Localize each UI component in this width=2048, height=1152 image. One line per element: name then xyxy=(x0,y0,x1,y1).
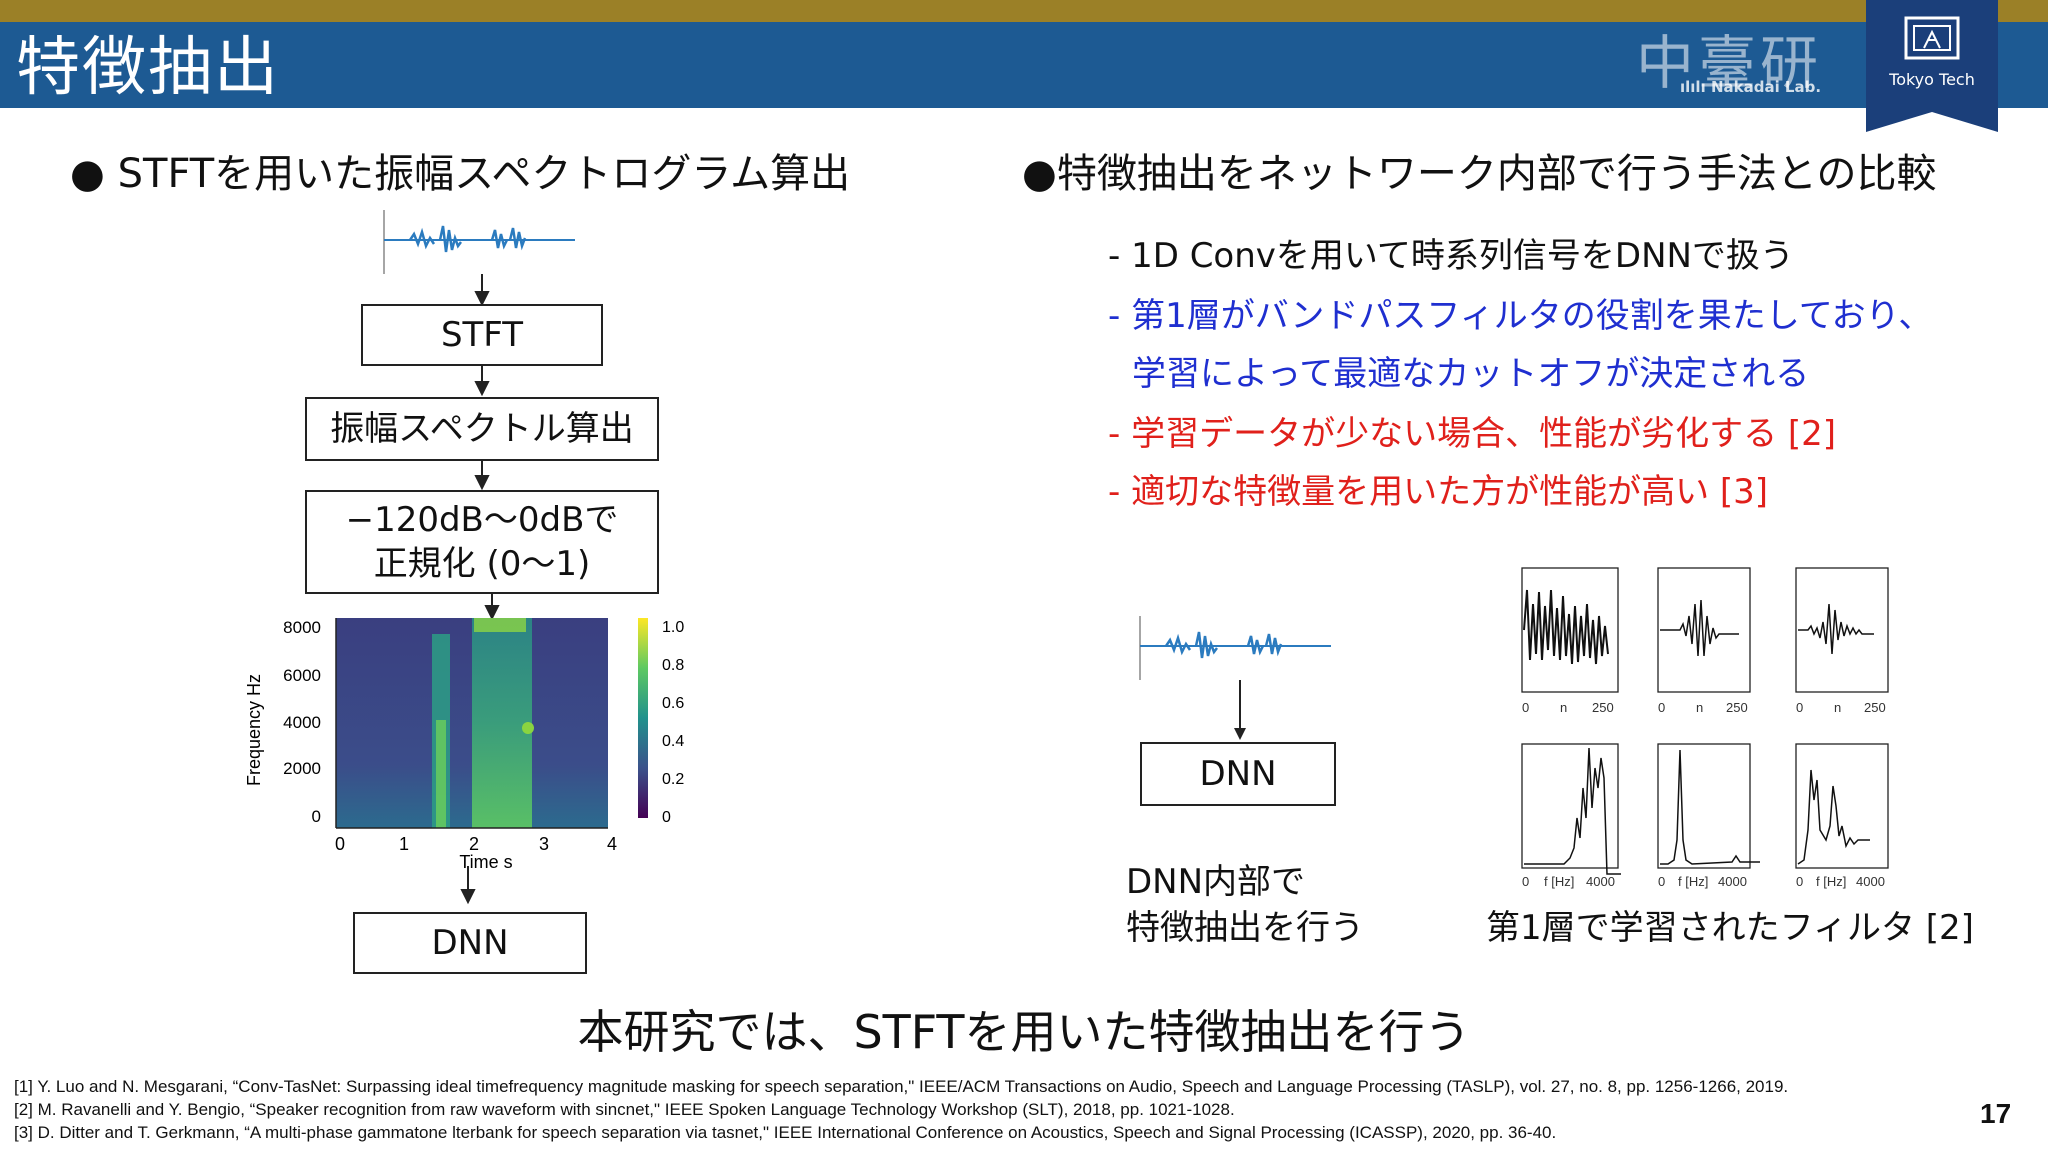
right-dnn-box: DNN xyxy=(1140,742,1336,806)
conclusion-text: 本研究では、STFTを用いた特徴抽出を行う xyxy=(577,1005,1471,1059)
ytick-8000: 8000 xyxy=(283,618,321,637)
waveform-image xyxy=(383,210,575,274)
institution-logo xyxy=(1866,0,1998,132)
filter-time-2 xyxy=(1657,567,1751,693)
xtick-2: 2 xyxy=(469,834,479,854)
top1-tick-n: n xyxy=(1560,700,1567,715)
bot1-tick-4000: 4000 xyxy=(1586,874,1615,889)
reference-2: [2] M. Ravanelli and Y. Bengio, “Speaker… xyxy=(14,1100,1235,1119)
amplitude-spectrum-box: 振幅スペクトル算出 xyxy=(305,397,659,461)
normalization-box: −120dB～0dBで 正規化 (0～1) xyxy=(305,490,659,594)
colorbar-tick-0: 0 xyxy=(662,809,671,826)
reference-3: [3] D. Ditter and T. Gerkmann, “A multi-… xyxy=(14,1123,1557,1142)
ytick-6000: 6000 xyxy=(283,666,321,685)
ytick-0: 0 xyxy=(312,807,321,826)
filters-grid: 0 n 250 0 n 250 0 n 250 0 f [Hz] 4000 0 … xyxy=(1521,567,1889,889)
stft-label: STFT xyxy=(440,315,524,355)
xtick-1: 1 xyxy=(399,834,409,854)
bot3-tick-4000: 4000 xyxy=(1856,874,1885,889)
spectrogram-ylabel: Frequency Hz xyxy=(244,674,264,786)
bot2-tick-0: 0 xyxy=(1658,874,1665,889)
filter-caption: 第1層で学習されたフィルタ [2] xyxy=(1486,908,1974,948)
filter-freq-2 xyxy=(1657,743,1751,869)
filter-freq-1 xyxy=(1521,743,1619,869)
xtick-3: 3 xyxy=(539,834,549,854)
spectrogram-plot: 8000 6000 4000 2000 0 Frequency Hz 0 1 2… xyxy=(244,618,684,872)
right-flow-arrow xyxy=(1234,680,1246,740)
title-bar xyxy=(0,22,2048,108)
right-heading: ●特徴抽出をネットワーク内部で行う手法との比較 xyxy=(1022,151,1937,197)
slide-title: 特徴抽出 xyxy=(16,31,280,105)
left-heading: ● STFTを用いた振幅スペクトログラム算出 xyxy=(70,151,851,197)
top2-tick-n: n xyxy=(1696,700,1703,715)
colorbar-tick-0.2: 0.2 xyxy=(662,771,684,788)
top1-tick-0: 0 xyxy=(1522,700,1529,715)
left-dnn-label: DNN xyxy=(431,923,509,963)
bars-icon: ılılı xyxy=(1680,78,1711,96)
spectrogram-figure: 8000 6000 4000 2000 0 Frequency Hz 0 1 2… xyxy=(236,610,736,880)
bot2-tick-4000: 4000 xyxy=(1718,874,1747,889)
top3-tick-250: 250 xyxy=(1864,700,1886,715)
bot2-tick-fhz: f [Hz] xyxy=(1678,874,1708,889)
left-flow-arrows xyxy=(460,274,500,905)
top-gold-stripe xyxy=(0,0,2048,22)
learned-filters-figure: 0 n 250 0 n 250 0 n 250 0 f [Hz] 4000 0 … xyxy=(1508,566,1912,896)
colorbar-tick-0.6: 0.6 xyxy=(662,695,684,712)
ytick-4000: 4000 xyxy=(283,713,321,732)
top3-tick-n: n xyxy=(1834,700,1841,715)
right-waveform-image xyxy=(1139,616,1331,680)
top2-tick-250: 250 xyxy=(1726,700,1748,715)
colorbar-tick-0.8: 0.8 xyxy=(662,657,684,674)
bullet-cutoff: 学習によって最適なカットオフが決定される xyxy=(1132,354,1810,394)
normalization-label-line1: −120dB～0dBで xyxy=(345,500,619,540)
xtick-4: 4 xyxy=(607,834,617,854)
top3-tick-0: 0 xyxy=(1796,700,1803,715)
colorbar-tick-0.4: 0.4 xyxy=(662,733,684,750)
colorbar-tick-1.0: 1.0 xyxy=(662,619,684,636)
ytick-2000: 2000 xyxy=(283,759,321,778)
bullet-features: - 適切な特徴量を用いた方が性能が高い [3] xyxy=(1108,472,1769,512)
bot3-tick-fhz: f [Hz] xyxy=(1816,874,1846,889)
amplitude-spectrum-label: 振幅スペクトル算出 xyxy=(330,409,634,449)
normalization-label-line2: 正規化 (0～1) xyxy=(373,544,591,584)
colorbar xyxy=(638,618,648,818)
page-number: 17 xyxy=(1980,1098,2012,1129)
institution-name: Tokyo Tech xyxy=(1889,70,1975,89)
xtick-0: 0 xyxy=(335,834,345,854)
bot1-tick-0: 0 xyxy=(1522,874,1529,889)
dnn-caption-line2: 特徴抽出を行う xyxy=(1126,908,1364,948)
bullet-bandpass: - 第1層がバンドパスフィルタの役割を果たしており、 xyxy=(1108,296,1933,336)
dnn-caption-line1: DNN内部で xyxy=(1126,862,1306,902)
bot1-tick-fhz: f [Hz] xyxy=(1544,874,1574,889)
bot3-tick-0: 0 xyxy=(1796,874,1803,889)
bullet-less-data: - 学習データが少ない場合、性能が劣化する [2] xyxy=(1108,414,1837,454)
stft-box: STFT xyxy=(361,304,603,366)
filter-freq-3 xyxy=(1795,743,1889,869)
right-dnn-label: DNN xyxy=(1199,754,1277,794)
left-dnn-box: DNN xyxy=(353,912,587,974)
filter-time-3 xyxy=(1795,567,1889,693)
lab-logo-name: ılılı Nakadai Lab. xyxy=(1680,78,1822,96)
filter-time-1 xyxy=(1521,567,1619,693)
bullet-1dconv: - 1D Convを用いて時系列信号をDNNで扱う xyxy=(1108,236,1794,276)
spectrogram-xlabel: Time s xyxy=(459,852,512,872)
top1-tick-250: 250 xyxy=(1592,700,1614,715)
lab-logo-kanji: 中臺研 xyxy=(1636,29,1823,97)
reference-1: [1] Y. Luo and N. Mesgarani, “Conv-TasNe… xyxy=(14,1077,1789,1096)
top2-tick-0: 0 xyxy=(1658,700,1665,715)
